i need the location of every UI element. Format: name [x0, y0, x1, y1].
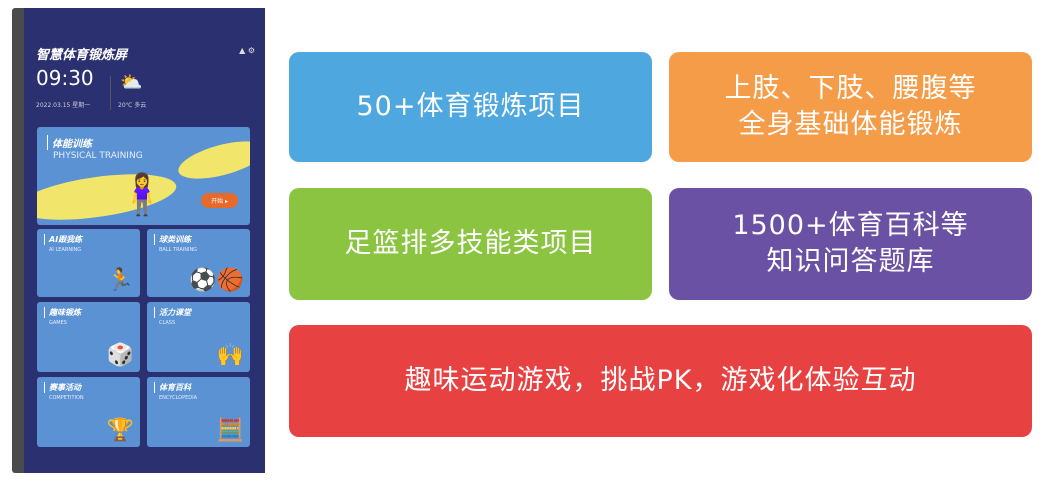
feature-box-encyclopedia: 1500+体育百科等知识问答题库	[669, 188, 1032, 300]
app-title: 智慧体育锻炼屏	[36, 48, 128, 63]
tile-title: 体育百科	[154, 382, 191, 393]
weather-cloud-sun-icon: ⛅	[120, 72, 143, 93]
divider	[110, 76, 111, 110]
tile-ai-learning[interactable]: AI跟我练 AI LEARNING 🏃	[37, 229, 140, 297]
clock-time: 09:30	[36, 66, 94, 90]
cheering-icon: 🙌	[216, 343, 244, 368]
settings-icon[interactable]: ▲ ⚙	[239, 46, 255, 55]
tile-title: 活力课堂	[154, 307, 191, 318]
tile-subtitle: COMPETITION	[49, 395, 84, 401]
tile-competition[interactable]: 赛事活动 COMPETITION 🏆	[37, 377, 140, 447]
jump-rope-girl-illustration: 🧍‍♀️	[117, 172, 167, 218]
weather-text: 20℃ 多云	[118, 102, 147, 109]
feature-text: 上肢、下肢、腰腹等	[724, 72, 977, 104]
tile-subtitle: CLASS	[159, 320, 176, 326]
feature-text: 1500+体育百科等	[732, 209, 969, 241]
tile-title: 球类训练	[154, 234, 191, 245]
feature-box-body-training: 上肢、下肢、腰腹等全身基础体能锻炼	[669, 52, 1032, 162]
feature-box-fun-games: 趣味运动游戏，挑战PK，游戏化体验互动	[289, 325, 1032, 437]
feature-box-ball-skills: 足篮排多技能类项目	[289, 188, 652, 300]
start-button[interactable]: 开始 ▸	[201, 193, 238, 208]
tile-encyclopedia[interactable]: 体育百科 ENCYCLOPEDIA 🧮	[147, 377, 250, 447]
dice-icon: 🎲	[106, 343, 134, 368]
tile-subtitle: PHYSICAL TRAINING	[53, 151, 143, 161]
tile-physical-training[interactable]: 体能训练 PHYSICAL TRAINING 🧍‍♀️ 开始 ▸	[37, 127, 250, 225]
feature-box-exercise-items: 50+体育锻炼项目	[289, 52, 652, 162]
tile-games[interactable]: 趣味锻炼 GAMES 🎲	[37, 302, 140, 372]
tile-title: 趣味锻炼	[44, 307, 81, 318]
feature-text: 足篮排多技能类项目	[344, 227, 597, 259]
tile-subtitle: AI LEARNING	[49, 247, 82, 253]
ball-icon: ⚽🏀	[189, 268, 244, 293]
device-screen: 智慧体育锻炼屏 ▲ ⚙ 09:30 2022.03.15 星期一 ⛅ 20℃ 多…	[24, 8, 265, 473]
tile-title: 体能训练	[47, 135, 92, 150]
calculator-icon: 🧮	[216, 418, 244, 443]
tile-ball-training[interactable]: 球类训练 BALL TRAINING ⚽🏀	[147, 229, 250, 297]
trophy-icon: 🏆	[106, 418, 134, 443]
smart-screen-device: 智慧体育锻炼屏 ▲ ⚙ 09:30 2022.03.15 星期一 ⛅ 20℃ 多…	[12, 8, 265, 473]
feature-text: 全身基础体能锻炼	[738, 109, 963, 140]
tile-class[interactable]: 活力课堂 CLASS 🙌	[147, 302, 250, 372]
tile-subtitle: ENCYCLOPEDIA	[159, 395, 198, 401]
tile-subtitle: BALL TRAINING	[159, 247, 198, 253]
yellow-wave	[174, 133, 250, 187]
tile-title: 赛事活动	[44, 382, 81, 393]
feature-text: 趣味运动游戏，挑战PK，游戏化体验互动	[404, 364, 917, 396]
tile-subtitle: GAMES	[49, 320, 67, 326]
date-text: 2022.03.15 星期一	[36, 102, 91, 109]
tile-title: AI跟我练	[44, 234, 82, 245]
running-icon: 🏃	[106, 268, 134, 293]
feature-text: 知识问答题库	[766, 246, 935, 277]
feature-text: 50+体育锻炼项目	[356, 90, 585, 122]
